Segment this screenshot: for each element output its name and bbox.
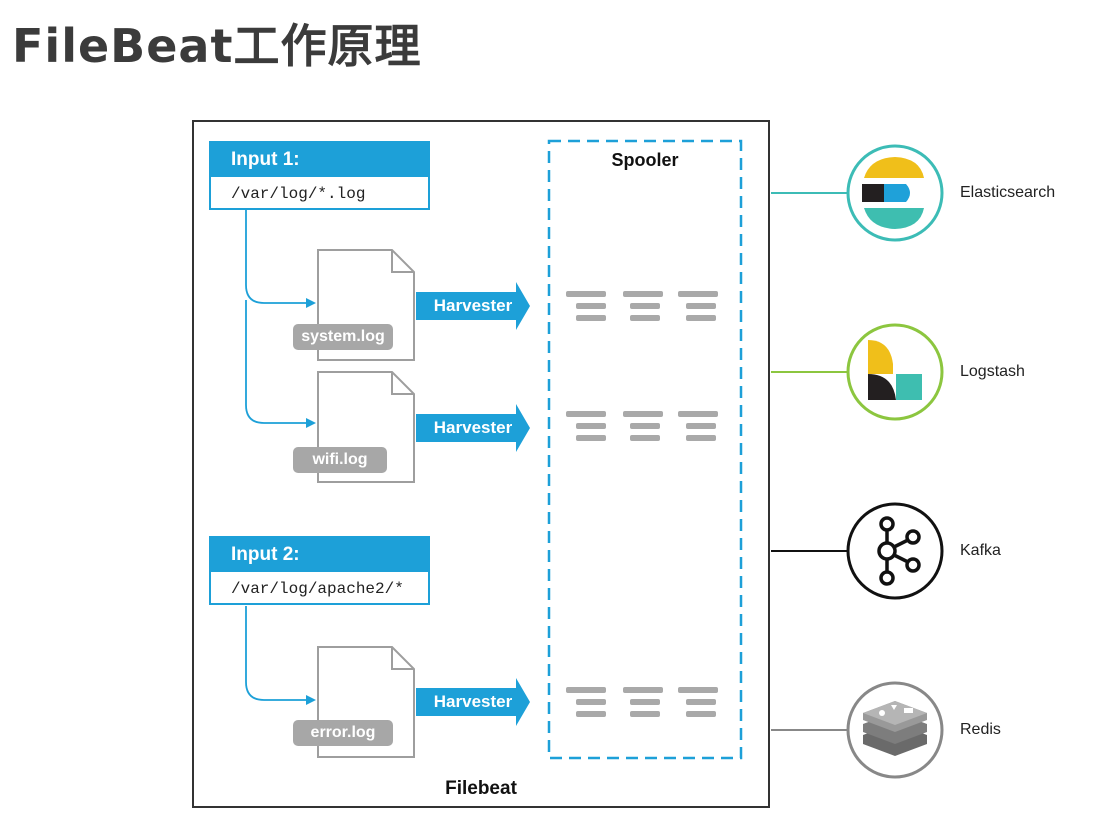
spooler-events-row-1	[566, 291, 718, 321]
harvester-label-3: Harvester	[433, 692, 513, 711]
spooler-label: Spooler	[611, 150, 679, 170]
file-label-error: error.log	[293, 720, 393, 746]
elasticsearch-logo-icon	[846, 144, 944, 242]
output-label-elasticsearch: Elasticsearch	[960, 184, 1056, 201]
connector-input1-system	[245, 210, 306, 304]
input-1-title: Input 1:	[211, 143, 428, 177]
filebeat-label: Filebeat	[445, 778, 517, 799]
input-2-box: Input 2: /var/log/apache2/*	[209, 536, 430, 605]
harvester-arrow	[416, 404, 530, 452]
harvester-arrow	[416, 678, 530, 726]
kafka-logo-icon	[846, 502, 944, 600]
logstash-logo-icon	[846, 323, 944, 421]
connector-input2-error	[245, 606, 306, 701]
spooler-box	[547, 139, 743, 760]
input-2-path: /var/log/apache2/*	[231, 580, 404, 598]
output-label-logstash: Logstash	[960, 363, 1025, 380]
redis-logo-icon	[846, 681, 944, 779]
output-label-redis: Redis	[960, 721, 1001, 738]
input-2-title: Input 2:	[211, 538, 428, 572]
connector-arrowhead-error	[306, 695, 316, 705]
connector-input1-wifi	[245, 300, 306, 424]
spooler-events-row-3	[566, 687, 718, 717]
harvester-label-2: Harvester	[433, 418, 513, 437]
connector-arrowhead-system	[306, 298, 316, 308]
filebeat-container	[192, 120, 770, 808]
file-label-wifi: wifi.log	[293, 447, 387, 473]
harvester-label-1: Harvester	[433, 296, 513, 315]
connector-arrowhead-wifi	[306, 418, 316, 428]
page-title: FileBeat工作原理	[12, 19, 422, 73]
spooler-events-row-2	[566, 411, 718, 441]
file-label-system: system.log	[293, 324, 393, 350]
output-label-kafka: Kafka	[960, 542, 1001, 559]
input-1-box: Input 1: /var/log/*.log	[209, 141, 430, 210]
harvester-arrow	[416, 282, 530, 330]
input-1-path: /var/log/*.log	[231, 185, 366, 203]
